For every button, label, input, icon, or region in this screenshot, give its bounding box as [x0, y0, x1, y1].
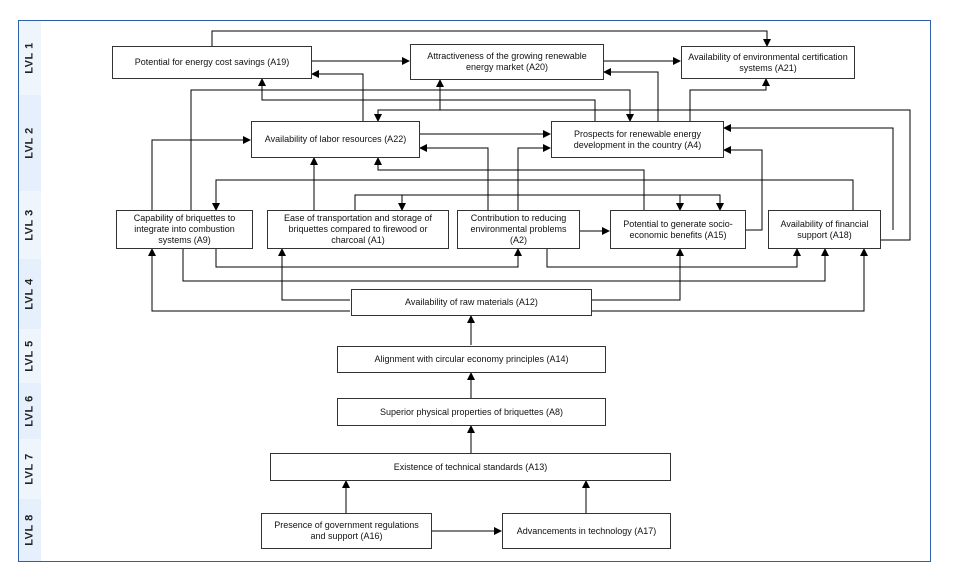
diagram-frame [18, 20, 931, 562]
edge-a4-a21 [689, 78, 770, 121]
edge-a4-a19 [258, 78, 596, 121]
edge-a19-a21 [208, 30, 771, 53]
node-a20[interactable]: Attractiveness of the growing renewable … [410, 44, 604, 80]
edge-a12-a15 [592, 248, 684, 301]
edge-a15-a4 [723, 146, 763, 231]
level-strip-6 [19, 383, 41, 439]
node-a21[interactable]: Availability of environmental certificat… [681, 46, 855, 79]
level-strip-7 [19, 439, 41, 499]
node-a9[interactable]: Capability of briquettes to integrate in… [116, 210, 253, 249]
node-a8[interactable]: Superior physical properties of briquett… [337, 398, 606, 426]
node-a4[interactable]: Prospects for renewable energy developme… [551, 121, 724, 158]
node-a22[interactable]: Availability of labor resources (A22) [251, 121, 420, 158]
edge-a15-a22 [374, 157, 645, 210]
node-a19[interactable]: Potential for energy cost savings (A19) [112, 46, 312, 79]
edge-a12-a1 [278, 248, 350, 301]
edge-a1-a15 [354, 194, 724, 211]
edge-a2-a4 [517, 144, 551, 210]
node-a17[interactable]: Advancements in technology (A17) [502, 513, 671, 549]
edge-a2-a22 [419, 144, 489, 210]
level-strip-3 [19, 191, 41, 259]
node-a2[interactable]: Contribution to reducing environmental p… [457, 210, 580, 249]
node-a15[interactable]: Potential to generate socio-economic ben… [610, 210, 746, 249]
level-strip-5 [19, 329, 41, 383]
edge-a18-a9 [212, 179, 857, 217]
node-a18[interactable]: Availability of financial support (A18) [768, 210, 881, 249]
level-strip-2 [19, 95, 41, 191]
level-strip-1 [19, 21, 41, 95]
edge-a18-a20 [374, 109, 911, 241]
edge-a12-a9 [148, 248, 350, 312]
node-a1[interactable]: Ease of transportation and storage of br… [267, 210, 449, 249]
node-a16[interactable]: Presence of government regulations and s… [261, 513, 432, 549]
edge-a9-a22 [151, 136, 251, 210]
level-strip-4 [19, 259, 41, 329]
level-strip-8 [19, 499, 41, 561]
node-a13[interactable]: Existence of technical standards (A13) [270, 453, 671, 481]
edge-a9-a18 [179, 242, 829, 282]
edge-a12-a18 [592, 248, 868, 312]
edge-a9-a20 [190, 89, 634, 210]
edge-a4-a20 [603, 68, 659, 121]
node-a12[interactable]: Availability of raw materials (A12) [351, 289, 592, 316]
edge-a2-a18 [543, 242, 801, 268]
edge-a22-a19 [311, 70, 364, 121]
edge-a18-a4 [723, 124, 894, 230]
node-a14[interactable]: Alignment with circular economy principl… [337, 346, 606, 373]
edge-a9-a2 [212, 242, 522, 268]
